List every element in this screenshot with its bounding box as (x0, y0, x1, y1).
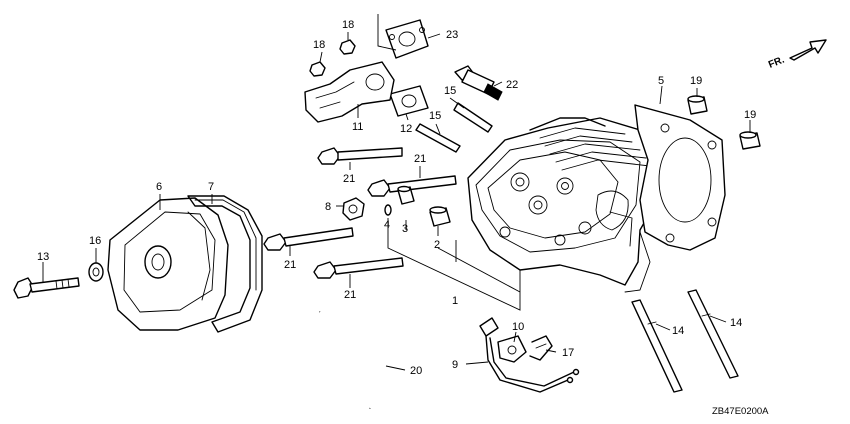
callout-18-upper: 18 (342, 19, 354, 31)
callout-21-middle: 21 (414, 153, 426, 165)
front-direction-arrow: FR. (767, 39, 827, 71)
spark-plug (454, 65, 503, 101)
sensor-body (497, 335, 527, 363)
callout-23: 23 (446, 29, 458, 41)
head-cover-bolt (13, 277, 80, 299)
insulator-gasket-top (385, 19, 429, 59)
callout-22: 22 (506, 79, 518, 91)
callout-14-right: 14 (730, 317, 742, 329)
flange-bolt-left (263, 227, 354, 251)
flange-bolt-lower (313, 257, 404, 279)
callout-20: 20 (410, 365, 422, 377)
diagram-code: ZB47E0200A (712, 406, 769, 417)
callout-18-lower: 18 (313, 39, 325, 51)
cap-nut (342, 197, 365, 221)
sensor-harness (479, 317, 580, 393)
head-cover (107, 197, 229, 331)
stud-bolt-upper (453, 102, 493, 133)
leader-lines (42, 14, 751, 371)
callout-1: 1 (452, 295, 458, 307)
callout-4: 4 (384, 219, 390, 231)
dowel-pin-2 (429, 206, 451, 227)
callout-6: 6 (156, 181, 162, 193)
callout-21-lower: 21 (344, 289, 356, 301)
insulator-gasket-12 (389, 85, 429, 117)
head-gasket (634, 104, 726, 251)
direction-label: FR. (767, 54, 786, 70)
callout-5: 5 (658, 75, 664, 87)
callout-21-upper: 21 (343, 173, 355, 185)
callout-7: 7 (208, 181, 214, 193)
callout-11: 11 (352, 121, 363, 133)
callout-9: 9 (452, 359, 458, 371)
stud-bolt-lower (415, 123, 461, 153)
flange-nut-upper (339, 39, 356, 55)
callout-3: 3 (402, 223, 408, 235)
sealing-washer (88, 262, 104, 282)
dowel-pin-3 (397, 185, 415, 205)
callout-labels: 23 18 18 22 15 15 11 12 5 19 19 6 7 13 1… (37, 19, 756, 377)
callout-19-lower: 19 (744, 109, 756, 121)
head-cover-gasket (187, 195, 263, 333)
callout-15-upper: 15 (444, 85, 456, 97)
cylinder-head (467, 117, 663, 293)
washer-small (384, 204, 392, 216)
breather-tube (318, 309, 389, 410)
callout-15-lower: 15 (429, 110, 441, 122)
flange-nut-lower (309, 61, 326, 77)
dowel-pin-lower (739, 131, 761, 150)
callout-21-left: 21 (284, 259, 296, 271)
long-stud-left (631, 299, 683, 393)
flange-bolt-upper (317, 147, 403, 165)
callout-17: 17 (562, 347, 574, 359)
callout-2: 2 (434, 239, 440, 251)
callout-14-left: 14 (672, 325, 684, 337)
callout-10: 10 (512, 321, 524, 333)
callout-13: 13 (37, 251, 49, 263)
carburetor-insulator (304, 61, 395, 123)
harness-clip (529, 335, 553, 361)
callout-8: 8 (325, 201, 331, 213)
callout-12: 12 (400, 123, 412, 135)
callout-19-upper: 19 (690, 75, 702, 87)
callout-16: 16 (89, 235, 101, 247)
dowel-pin-upper (687, 95, 708, 115)
long-stud-right (687, 289, 739, 379)
